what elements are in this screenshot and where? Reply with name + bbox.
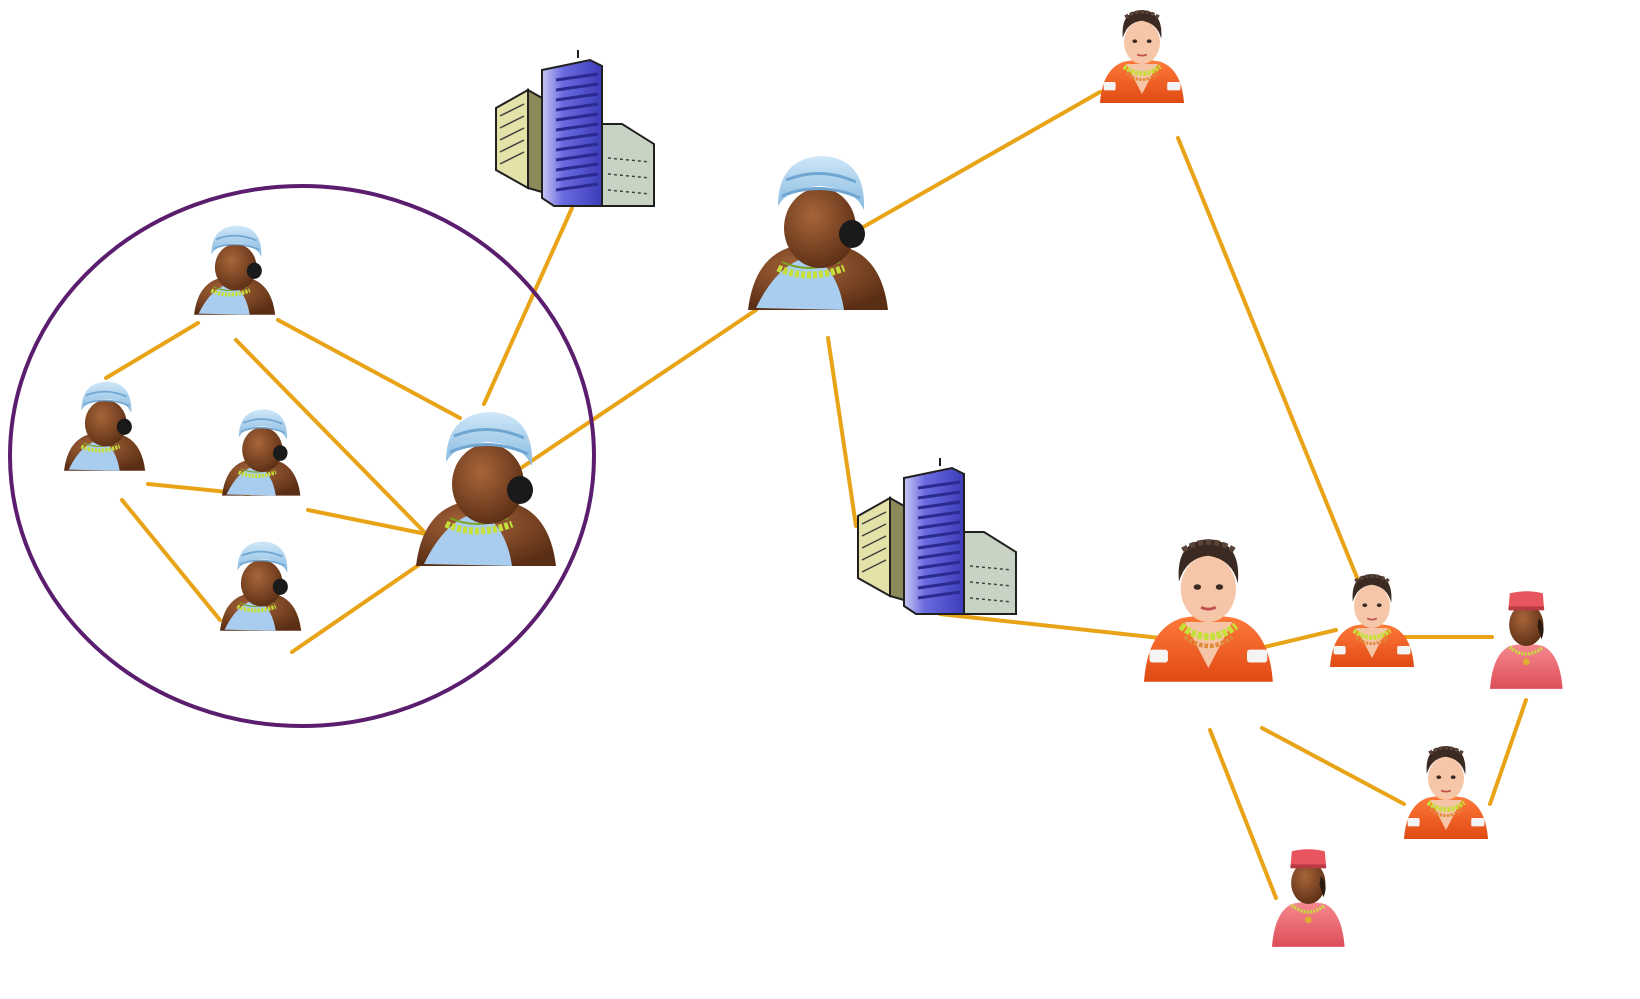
edge-o2-o4 bbox=[1260, 726, 1406, 806]
edge-center-building2 bbox=[826, 336, 858, 528]
person-icon-orange-right bbox=[1330, 574, 1414, 667]
edge-o2-o3 bbox=[1250, 628, 1338, 652]
person-icon-group-hub bbox=[416, 412, 556, 566]
edge-g4-hub bbox=[290, 558, 428, 654]
edge-r1-o4 bbox=[1488, 698, 1528, 806]
person-icon-group-middle bbox=[220, 407, 303, 498]
edge-o1-o3 bbox=[1176, 136, 1360, 582]
edge-center-o1 bbox=[856, 90, 1102, 232]
person-icon-group-bottom bbox=[220, 541, 301, 630]
edge-g1-g2 bbox=[104, 321, 200, 380]
edge-g1-hub bbox=[276, 318, 462, 420]
building-icon-top bbox=[494, 48, 656, 208]
edge-g3-hub bbox=[306, 508, 438, 538]
person-icon-center bbox=[748, 156, 888, 310]
person-icon-group-top bbox=[194, 225, 275, 314]
edge-g1-hub-2 bbox=[234, 338, 440, 548]
group-circle bbox=[8, 184, 596, 728]
person-icon-group-left bbox=[64, 381, 145, 470]
building-icon-middle bbox=[856, 456, 1018, 616]
person-icon-orange-large bbox=[1144, 539, 1273, 682]
person-icon-orange-top bbox=[1100, 10, 1184, 103]
person-icon-red-bottom bbox=[1270, 847, 1347, 949]
edge-hub-center bbox=[516, 308, 758, 472]
person-icon-red-right bbox=[1488, 589, 1565, 691]
edge-o2-r2 bbox=[1208, 728, 1278, 900]
edges bbox=[104, 90, 1528, 900]
edge-hub-building1 bbox=[482, 206, 574, 406]
person-icon-orange-bottom bbox=[1404, 746, 1488, 839]
edge-g2-g4 bbox=[120, 498, 222, 622]
edge-building2-o2 bbox=[938, 612, 1162, 640]
